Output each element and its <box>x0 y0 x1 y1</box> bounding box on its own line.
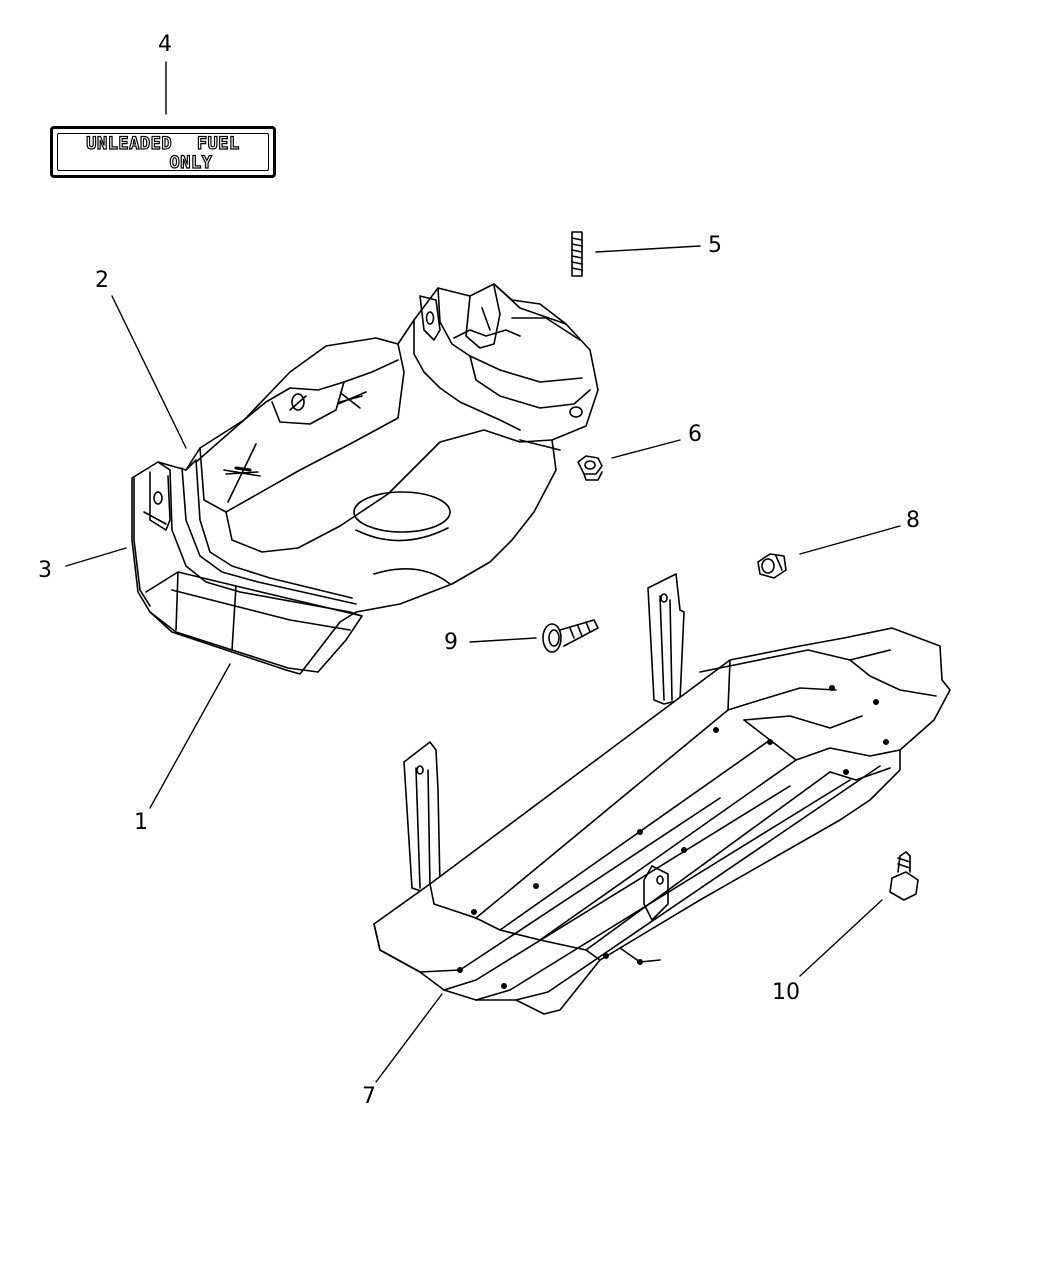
unleaded-fuel-label: UNLEADED FUEL ONLY <box>50 126 276 178</box>
callout-6: 6 <box>688 422 702 447</box>
callout-4: 4 <box>158 32 172 57</box>
label-line-1: UNLEADED FUEL <box>86 133 240 154</box>
callout-3: 3 <box>38 558 52 583</box>
skid-plate-part-7 <box>374 574 950 1014</box>
nut-part-6 <box>578 456 602 480</box>
bolt-part-9 <box>543 620 598 652</box>
callout-1: 1 <box>134 810 148 835</box>
callout-5: 5 <box>708 233 722 258</box>
screw-part-10 <box>890 852 918 900</box>
leader-lines <box>66 62 900 1082</box>
clip-part-8 <box>758 554 786 578</box>
label-inner-border <box>57 133 269 171</box>
callout-8: 8 <box>906 508 920 533</box>
callout-2: 2 <box>95 268 109 293</box>
stud-part-5 <box>572 232 582 276</box>
label-line-2: ONLY <box>169 152 213 173</box>
fuel-tank-shield <box>132 284 598 674</box>
callout-7: 7 <box>362 1084 376 1109</box>
callout-9: 9 <box>444 630 458 655</box>
callout-10: 10 <box>772 980 800 1005</box>
